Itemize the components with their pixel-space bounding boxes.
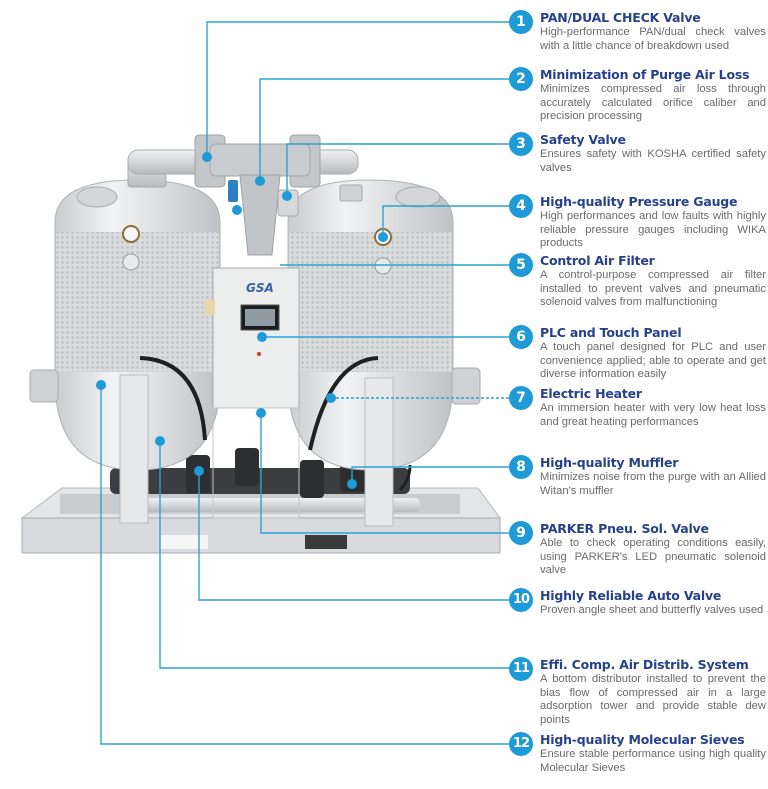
- feature-description: A control-purpose compressed air filter …: [540, 269, 766, 309]
- badge-number: 4: [509, 194, 533, 218]
- feature-description: Ensure stable performance using high qua…: [540, 748, 766, 774]
- leader-lines: [100, 21, 509, 745]
- feature-description: A bottom distributor installed to preven…: [540, 673, 766, 726]
- feature-description: High performances and low faults with hi…: [540, 210, 766, 250]
- feature-title: High-quality Muffler: [540, 455, 679, 470]
- valve-manifold: [110, 448, 420, 512]
- feature-description: Ensures safety with KOSHA certified safe…: [540, 148, 766, 174]
- badge-number: 2: [509, 67, 533, 91]
- brand-logo: GSA: [246, 281, 274, 295]
- feature-title: Minimization of Purge Air Loss: [540, 67, 750, 82]
- feature-description: Able to check operating conditions easil…: [540, 537, 766, 577]
- badge-number: 10: [509, 588, 533, 612]
- left-adsorption-tower: [29, 179, 221, 471]
- feature-title: Control Air Filter: [540, 253, 655, 268]
- feature-description: Proven angle sheet and butterfly valves …: [540, 604, 764, 616]
- feature-title: High-quality Pressure Gauge: [540, 194, 738, 209]
- feature-title: PLC and Touch Panel: [540, 325, 682, 340]
- feature-title: PARKER Pneu. Sol. Valve: [540, 521, 709, 536]
- control-panel: GSA: [205, 267, 300, 519]
- feature-title: Highly Reliable Auto Valve: [540, 588, 722, 603]
- callout-dots: [96, 152, 388, 489]
- badge-number: 7: [509, 386, 533, 410]
- badge-number: 9: [509, 521, 533, 545]
- badge-number: 1: [509, 10, 533, 34]
- feature-description: Minimizes noise from the purge with an A…: [540, 471, 766, 497]
- badge-number: 12: [509, 732, 533, 756]
- feature-title: Safety Valve: [540, 132, 626, 147]
- feature-description: A touch panel designed for PLC and user …: [540, 341, 766, 381]
- feature-title: Effi. Comp. Air Distrib. System: [540, 657, 749, 672]
- feature-title: Electric Heater: [540, 386, 642, 401]
- badge-number: 11: [509, 657, 533, 681]
- feature-title: High-quality Molecular Sieves: [540, 732, 745, 747]
- feature-description: High-performance PAN/dual check valves w…: [540, 26, 766, 52]
- badge-number: 3: [509, 132, 533, 156]
- feature-description: An immersion heater with very low heat l…: [540, 402, 766, 428]
- feature-title: PAN/DUAL CHECK Valve: [540, 10, 701, 25]
- badge-number: 6: [509, 325, 533, 349]
- feature-description: Minimizes compressed air loss through ac…: [540, 83, 766, 123]
- badge-number: 5: [509, 253, 533, 277]
- badge-number: 8: [509, 455, 533, 479]
